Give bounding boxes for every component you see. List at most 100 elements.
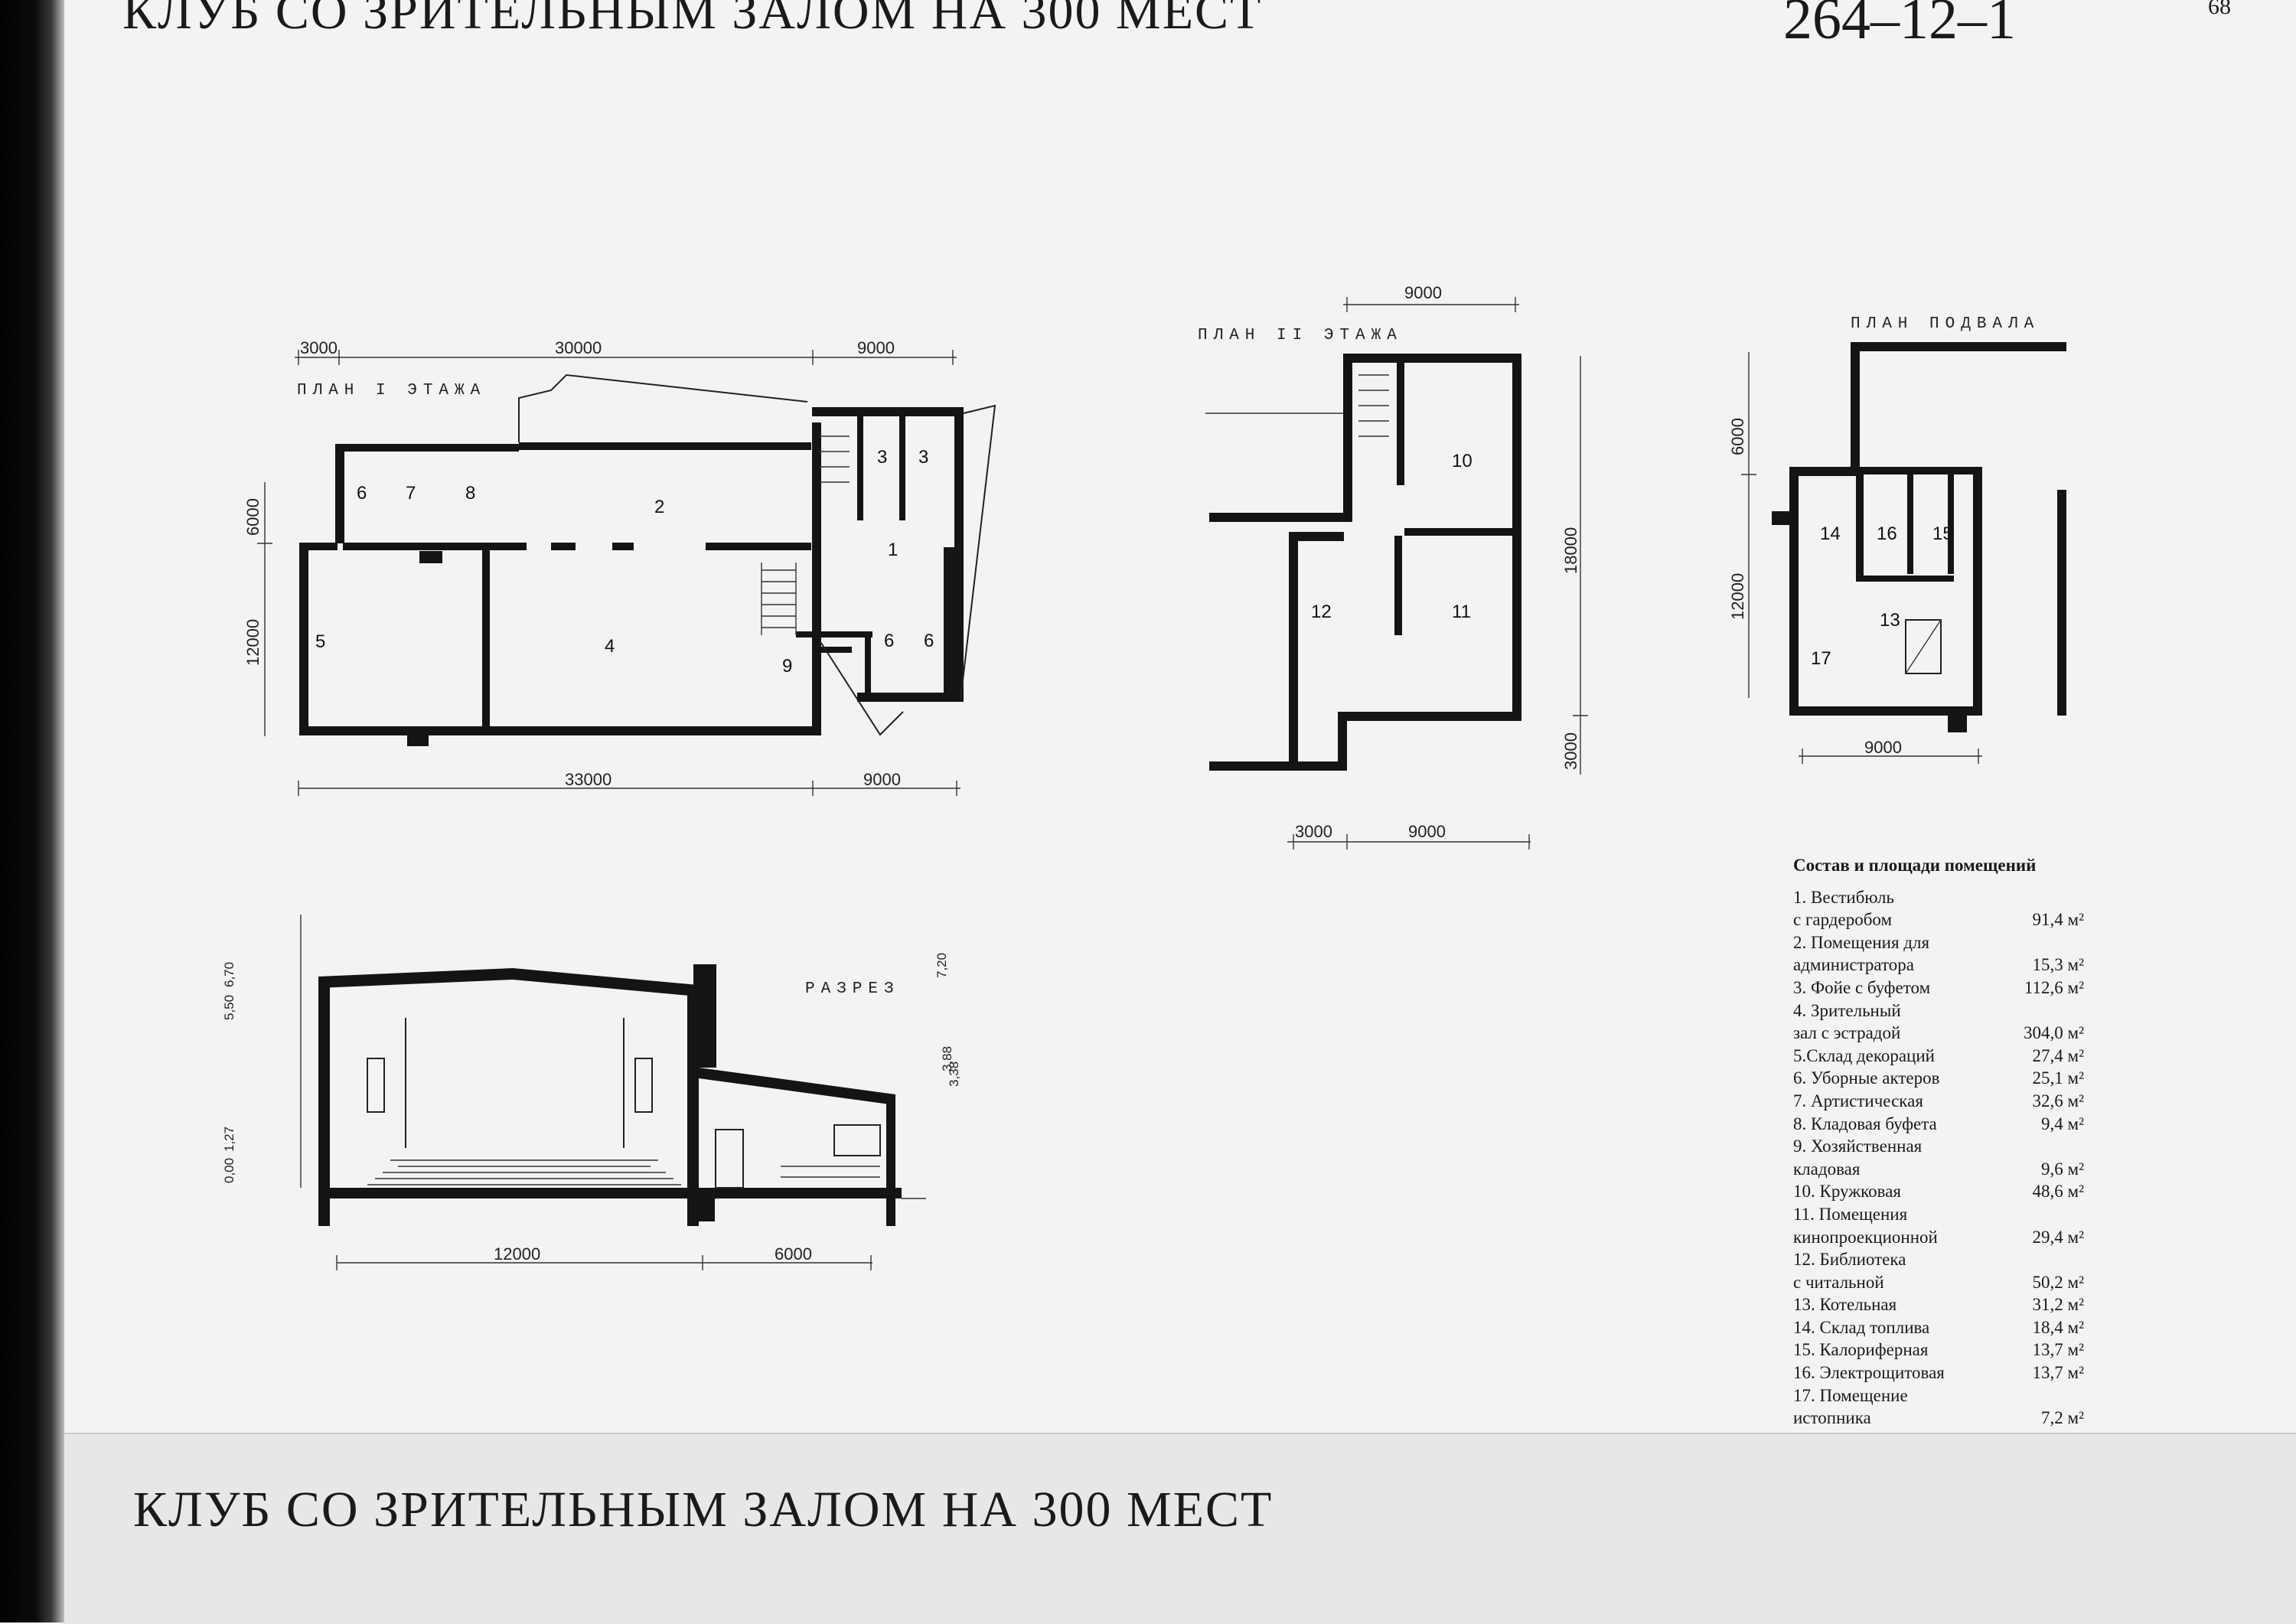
room-schedule-item-area: 91,4 м²: [2033, 908, 2084, 931]
room-schedule-item-name: 14. Склад топлива: [1793, 1317, 1930, 1337]
room-schedule-item-area-unit: м²: [2067, 910, 2084, 930]
book-spine-shadow: [0, 0, 64, 1622]
plan-floor-1-label: ПЛАН I ЭТАЖА: [297, 382, 486, 399]
basement-dim-bottom: 9000: [1864, 738, 1902, 757]
room-schedule-item-area-value: 29,4: [2032, 1227, 2063, 1247]
room-schedule-item-name: 1. Вестибюль с гардеробом: [1793, 887, 1894, 930]
room-schedule: Состав и площади помещений 1. Вестибюль …: [1793, 854, 2084, 1430]
room-schedule-item-name: 8. Кладовая буфета: [1793, 1114, 1937, 1133]
room-schedule-item-name: 2. Помещения для администратора: [1793, 932, 1930, 975]
plan1-room-6c: 6: [924, 631, 934, 651]
plan1-dim-left-1: 6000: [243, 498, 263, 536]
basement-room-13: 13: [1880, 610, 1900, 631]
room-schedule-item: 15. Калориферная 13,7 м²: [1793, 1339, 2084, 1361]
room-schedule-item-name: 7. Артистическая: [1793, 1091, 1923, 1110]
plan1-room-3a: 3: [877, 447, 887, 468]
room-schedule-item-area-value: 32,6: [2032, 1091, 2063, 1110]
plan-basement: ПЛАН ПОДВАЛА 6000 12000 9000 14 16 15 13…: [1728, 315, 2066, 764]
room-schedule-item-name: 15. Калориферная: [1793, 1340, 1929, 1360]
room-schedule-item-area-value: 9,4: [2041, 1114, 2063, 1133]
basement-room-15: 15: [1932, 523, 1953, 544]
plan2-room-10: 10: [1452, 451, 1473, 471]
room-schedule-item: 7. Артистическая 32,6 м²: [1793, 1090, 2084, 1113]
room-schedule-item-area-unit: м²: [2067, 1091, 2084, 1110]
room-schedule-item-name: 6. Уборные актеров: [1793, 1068, 1940, 1088]
plan1-dim-top-1: 3000: [300, 338, 338, 357]
project-code: 264–12–1: [1783, 0, 2016, 51]
room-schedule-item: 6. Уборные актеров 25,1 м²: [1793, 1067, 2084, 1090]
basement-dim-left-1: 6000: [1728, 418, 1747, 455]
section-label: РАЗРЕЗ: [805, 980, 900, 998]
section-level-720: 7,20: [934, 953, 949, 978]
room-schedule-item-name: 3. Фойе с буфетом: [1793, 977, 1931, 997]
plan1-room-6a: 6: [357, 483, 367, 504]
room-schedule-item-name: 17. Помещение истопника: [1793, 1385, 1908, 1428]
page-number: 68: [2208, 0, 2231, 19]
plan1-dim-bottom-1: 33000: [565, 770, 612, 789]
room-schedule-item-name: 16. Электрощитовая: [1793, 1363, 1945, 1383]
plan-floor-1: ПЛАН I ЭТАЖА 3000 30000 9000 6000 12000: [243, 338, 996, 796]
section-level-338: 3,38: [947, 1061, 961, 1087]
room-schedule-item-area-value: 304,0: [2024, 1023, 2063, 1043]
room-schedule-item-area-unit: м²: [2067, 1023, 2084, 1043]
room-schedule-item: 9. Хозяйственная кладовая 9,6 м²: [1793, 1135, 2084, 1180]
room-schedule-item-area-value: 18,4: [2032, 1317, 2063, 1337]
room-schedule-item-area: 50,2 м²: [2033, 1271, 2084, 1294]
room-schedule-item-name: 9. Хозяйственная кладовая: [1793, 1136, 1923, 1179]
plan2-room-11: 11: [1452, 602, 1471, 622]
room-schedule-item-area: 31,2 м²: [2033, 1293, 2084, 1316]
plan1-room-9: 9: [782, 656, 792, 677]
room-schedule-item-area-value: 25,1: [2032, 1068, 2063, 1088]
room-schedule-item-area-unit: м²: [2067, 1227, 2084, 1247]
room-schedule-item-area-value: 13,7: [2032, 1363, 2063, 1383]
plan1-dim-top-2: 30000: [555, 338, 602, 357]
room-schedule-item: 17. Помещение истопника 7,2 м²: [1793, 1384, 2084, 1430]
section-drawing: РАЗРЕЗ 12000 6000 6,70 5,: [222, 915, 961, 1270]
room-schedule-item-area: 9,6 м²: [2041, 1158, 2084, 1181]
section-level-388: 3,88: [940, 1046, 954, 1071]
room-schedule-item: 12. Библиотека с читальной 50,2 м²: [1793, 1248, 2084, 1293]
plan2-dim-top: 9000: [1404, 283, 1442, 302]
plan2-dim-bottom-1: 3000: [1295, 822, 1332, 841]
room-schedule-item-area-unit: м²: [2067, 1340, 2084, 1360]
room-schedule-item-area-unit: м²: [2067, 977, 2084, 997]
room-schedule-item-area: 13,7 м²: [2033, 1339, 2084, 1361]
room-schedule-item-area: 304,0 м²: [2024, 1022, 2084, 1045]
page-fold: [64, 1433, 2296, 1624]
plan1-room-6b: 6: [884, 631, 894, 651]
plan1-dim-bottom-2: 9000: [863, 770, 901, 789]
page-title-bottom: КЛУБ СО ЗРИТЕЛЬНЫМ ЗАЛОМ НА 300 МЕСТ: [133, 1482, 1274, 1538]
plan1-dim-top-3: 9000: [857, 338, 895, 357]
room-schedule-item-area-value: 31,2: [2032, 1295, 2063, 1315]
room-schedule-item-name: 12. Библиотека с читальной: [1793, 1250, 1906, 1292]
room-schedule-item-area: 48,6 м²: [2033, 1180, 2084, 1203]
plan1-room-7: 7: [406, 483, 416, 504]
section-level-670: 6,70: [222, 962, 236, 987]
room-schedule-item-area-unit: м²: [2067, 1068, 2084, 1088]
basement-room-16: 16: [1877, 523, 1897, 544]
room-schedule-item-area: 32,6 м²: [2033, 1090, 2084, 1113]
room-schedule-item-area-value: 91,4: [2032, 910, 2063, 930]
room-schedule-item-area: 7,2 м²: [2041, 1407, 2084, 1430]
plan1-room-8: 8: [465, 483, 475, 504]
room-schedule-item-area-value: 7,2: [2041, 1408, 2063, 1428]
room-schedule-item-name: 11. Помещения кинопроекционной: [1793, 1204, 1938, 1247]
room-schedule-item-area: 18,4 м²: [2033, 1316, 2084, 1339]
section-level-000: 0,00: [222, 1158, 236, 1183]
section-level-127: 1,27: [222, 1127, 236, 1152]
plan2-dim-right-1: 18000: [1561, 527, 1580, 574]
room-schedule-title: Состав и площади помещений: [1793, 856, 2037, 875]
room-schedule-item-area-unit: м²: [2067, 1317, 2084, 1337]
plan1-room-3b: 3: [918, 447, 928, 468]
plan-floor-2-label: ПЛАН II ЭТАЖА: [1198, 327, 1403, 344]
page-title-top: КЛУБ СО ЗРИТЕЛЬНЫМ ЗАЛОМ НА 300 МЕСТ: [122, 0, 1263, 40]
room-schedule-item-area-unit: м²: [2067, 1408, 2084, 1428]
section-dim-1: 12000: [494, 1244, 540, 1264]
